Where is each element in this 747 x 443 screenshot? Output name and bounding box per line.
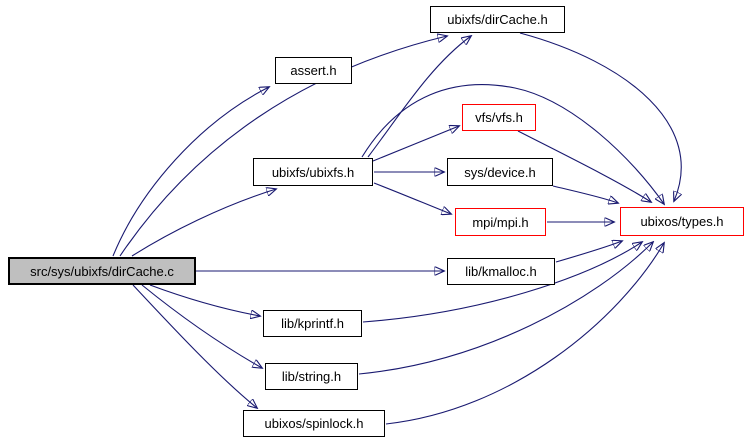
- node-ubixos-spinlock-h[interactable]: ubixos/spinlock.h: [243, 410, 385, 437]
- edge-dircache_c-to-string_h: [141, 284, 262, 368]
- node-ubixfs-dircache-h[interactable]: ubixfs/dirCache.h: [430, 6, 565, 33]
- edge-ubixfs_h-to-dircache_h: [367, 36, 471, 158]
- edge-kmalloc_h-to-types_h: [555, 241, 622, 263]
- node-label: ubixfs/dirCache.h: [447, 12, 548, 27]
- edge-string_h-to-types_h: [358, 242, 653, 375]
- node-label: sys/device.h: [464, 164, 536, 180]
- edge-ubixfs_h-to-vfs_h: [372, 126, 459, 162]
- edge-dircache_c-to-ubixfs_h: [131, 189, 276, 257]
- node-label: assert.h: [290, 63, 337, 78]
- edge-dircache_c-to-assert_h: [112, 87, 269, 257]
- edge-dircache_c-to-dircache_h: [119, 36, 447, 257]
- node-label: mpi/mpi.h: [472, 214, 529, 230]
- node-ubixos-types-h[interactable]: ubixos/types.h: [620, 207, 744, 236]
- node-label: lib/kmalloc.h: [465, 264, 537, 279]
- node-label: src/sys/ubixfs/dirCache.c: [30, 263, 174, 279]
- node-label: vfs/vfs.h: [475, 110, 523, 125]
- node-label: ubixfs/ubixfs.h: [271, 164, 355, 180]
- edge-ubixfs_h-to-mpi_h: [373, 182, 451, 214]
- node-label: ubixos/spinlock.h: [264, 416, 364, 431]
- node-label: ubixos/types.h: [640, 214, 724, 229]
- edge-dircache_c-to-kprintf_h: [149, 284, 260, 316]
- edge-dircache_c-to-spinlock_h: [132, 284, 257, 408]
- node-lib-kprintf-h[interactable]: lib/kprintf.h: [263, 310, 362, 337]
- edge-device_h-to-types_h: [552, 185, 618, 203]
- node-mpi-mpi-h[interactable]: mpi/mpi.h: [455, 208, 546, 236]
- node-vfs-vfs-h[interactable]: vfs/vfs.h: [462, 104, 536, 131]
- node-sys-device-h[interactable]: sys/device.h: [447, 158, 553, 186]
- node-ubixfs-ubixfs-h[interactable]: ubixfs/ubixfs.h: [253, 158, 373, 186]
- node-label: lib/kprintf.h: [281, 316, 344, 331]
- edge-ubixfs_h-to-types_h: [361, 84, 664, 204]
- edge-dircache_h-to-types_h: [519, 32, 681, 201]
- edge-spinlock_h-to-types_h: [385, 243, 664, 425]
- node-assert-h[interactable]: assert.h: [275, 57, 352, 84]
- node-label: lib/string.h: [281, 369, 342, 384]
- node-lib-string-h[interactable]: lib/string.h: [265, 363, 358, 390]
- edge-kprintf_h-to-types_h: [362, 242, 642, 323]
- node-src-sys-ubixfs-dircache-c: src/sys/ubixfs/dirCache.c: [8, 257, 196, 285]
- node-lib-kmalloc-h[interactable]: lib/kmalloc.h: [447, 258, 555, 285]
- edge-vfs_h-to-types_h: [517, 130, 651, 202]
